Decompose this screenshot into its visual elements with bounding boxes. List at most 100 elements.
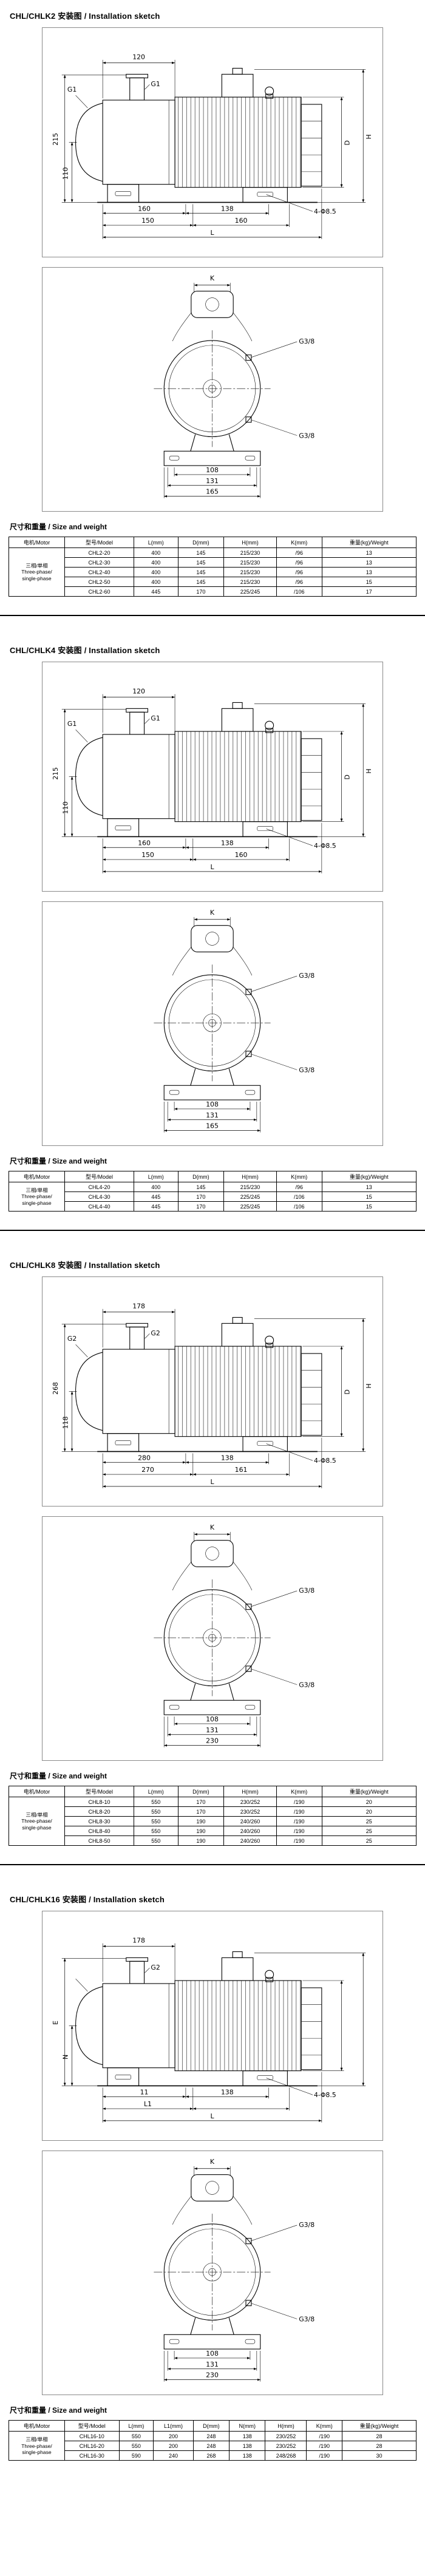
table-cell: 550 — [118, 2431, 154, 2442]
base-plate — [163, 450, 261, 466]
side-view-drawing: 178 G2 E N 11 138 L1 — [52, 1937, 366, 2123]
column-header: K(mm) — [276, 1171, 322, 1183]
front-port-bore — [205, 1547, 219, 1561]
table-cell: 215/230 — [223, 577, 277, 588]
plug-top — [245, 988, 252, 995]
plug-bottom — [245, 416, 252, 422]
table-cell: CHL8-50 — [64, 1835, 135, 1846]
plug-top-label: G3/8 — [299, 972, 314, 980]
size-weight-heading: 尺寸和重量 / Size and weight — [10, 2406, 107, 2415]
dim-ext-left — [61, 709, 126, 837]
base-hole-right — [245, 455, 256, 461]
plug-top — [245, 2238, 252, 2245]
motor-cell: 三相/单相 Three-phase/ single-phase — [8, 2431, 65, 2461]
dim-left-outer-label: 268 — [52, 1382, 59, 1395]
column-header: N(mm) — [229, 2420, 266, 2432]
plug-bottom-leader — [251, 2303, 298, 2319]
plug-top — [245, 354, 252, 361]
discharge-flange — [126, 1957, 149, 1962]
section-divider — [0, 1864, 425, 1866]
discharge-port — [129, 77, 145, 101]
table-cell: /190 — [306, 2441, 342, 2452]
motor-body — [174, 97, 302, 188]
pump-casing — [102, 1983, 175, 2069]
table-cell: 200 — [153, 2441, 194, 2452]
dim-base-1-label: 108 — [206, 2350, 219, 2357]
dim-bottom-1a-label: 280 — [138, 1454, 151, 1462]
base-hole-left — [169, 2339, 180, 2344]
table-cell: 28 — [342, 2441, 416, 2452]
holes-note-leader — [266, 194, 313, 212]
dim-ext-left — [61, 1324, 126, 1452]
table-cell: CHL2-20 — [64, 547, 135, 558]
motor-foot — [242, 821, 288, 838]
table-cell: 400 — [134, 567, 178, 578]
cable-gland — [232, 67, 243, 75]
product-section: CHL/CHLK16 安装图 / Installation sketch — [0, 1883, 425, 2479]
section-title: CHL/CHLK8 安装图 / Installation sketch — [10, 1261, 160, 1270]
fan-cover — [301, 104, 322, 187]
plug-top-label: G3/8 — [299, 337, 314, 345]
table-cell: 138 — [229, 2450, 266, 2461]
center-lines — [154, 1579, 271, 1696]
lifting-eye — [265, 720, 274, 730]
dim-bottom-1b-label: 138 — [221, 839, 234, 847]
port-top-label: G1 — [151, 714, 160, 722]
table-cell: /190 — [276, 1835, 322, 1846]
dim-base-1-label: 108 — [206, 466, 219, 474]
section-divider — [0, 615, 425, 617]
fan-cover-ridges — [301, 2004, 322, 2056]
dim-base-3-label: 230 — [206, 2371, 219, 2379]
port-top-leader — [144, 1968, 150, 1973]
table-cell: 138 — [229, 2441, 266, 2452]
table-cell: 248 — [192, 2431, 230, 2442]
table-cell: /106 — [276, 586, 322, 597]
table-cell: 13 — [321, 557, 416, 568]
terminal-box — [221, 73, 254, 98]
table-cell: CHL2-40 — [64, 567, 135, 578]
table-cell: 25 — [321, 1816, 416, 1827]
dim-top-label: 178 — [132, 1303, 145, 1310]
dim-bottom-2b-label: 160 — [235, 217, 248, 225]
mounting-holes-label: 4-Φ8.5 — [314, 842, 336, 850]
cable-gland — [232, 1317, 243, 1324]
table-cell: /190 — [276, 1816, 322, 1827]
dim-bottom-1b-label: 138 — [221, 1454, 234, 1462]
dim-k-label: K — [210, 274, 215, 282]
column-header: 电机/Motor — [8, 537, 65, 549]
dim-ext-bottom — [102, 188, 322, 239]
port-left-leader — [75, 95, 88, 109]
table-cell: 230/252 — [223, 1797, 277, 1808]
pedestal — [190, 2317, 234, 2335]
table-cell: 550 — [134, 1816, 178, 1827]
section-title: CHL/CHLK16 安装图 / Installation sketch — [10, 1895, 165, 1905]
table-cell: 248 — [192, 2441, 230, 2452]
front-view-drawing: K G3/8 G3/8 — [154, 2158, 314, 2382]
column-header: 重量(kg)/Weight — [321, 537, 416, 549]
dim-bottom-1b-label: 138 — [221, 205, 234, 212]
base-hole-right — [245, 1704, 256, 1710]
table-cell: 400 — [134, 577, 178, 588]
discharge-port — [129, 711, 145, 735]
front-port-shoulders — [172, 2196, 253, 2225]
table-cell: 550 — [134, 1806, 178, 1817]
lifting-eye-base — [265, 1343, 274, 1348]
table-cell: /96 — [276, 577, 322, 588]
column-header: L(mm) — [134, 1171, 178, 1183]
column-header: K(mm) — [276, 1786, 322, 1798]
suction-nose — [75, 737, 103, 816]
size-weight-heading: 尺寸和重量 / Size and weight — [10, 523, 107, 532]
holes-note-leader — [266, 829, 313, 846]
port-left-label: G2 — [67, 1335, 76, 1343]
table-cell: 445 — [134, 1201, 178, 1212]
table-cell: 138 — [229, 2431, 266, 2442]
table-cell: 170 — [177, 586, 225, 597]
pump-casing — [102, 100, 175, 185]
column-header: 重量(kg)/Weight — [342, 2420, 416, 2432]
